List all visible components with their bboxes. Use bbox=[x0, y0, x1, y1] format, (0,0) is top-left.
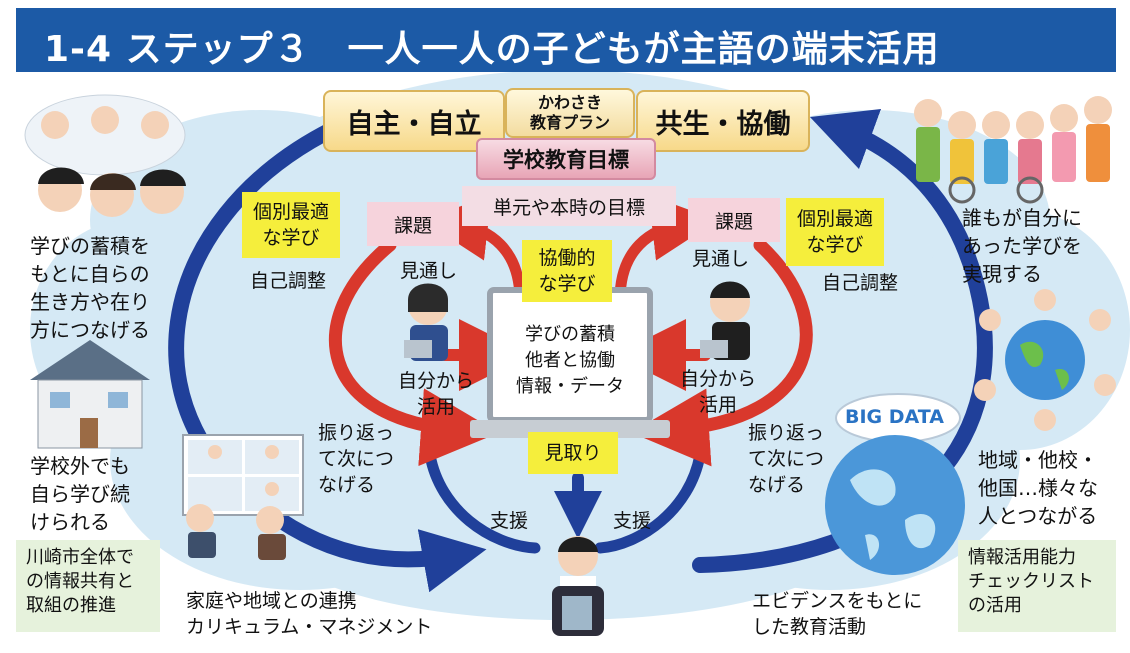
title-bar: 1-4 ステップ３ 一人一人の子どもが主語の端末活用 bbox=[16, 8, 1116, 72]
teacher-illustration bbox=[552, 536, 604, 636]
left-self-adjustment: 自己調整 bbox=[250, 270, 327, 292]
left-mitoshi: 見通し bbox=[400, 260, 458, 282]
blue-arrow-inner-right bbox=[594, 449, 706, 554]
red-arrow-right-inner bbox=[614, 194, 718, 306]
left-bottom-text: 家庭や地域との連携 カリキュラム・マネジメント bbox=[186, 590, 433, 638]
goal-kyosei-kyodo: 共生・協働 bbox=[636, 90, 810, 152]
monitor-screen-text: 学びの蓄積 他者と協働 情報・データ bbox=[516, 324, 624, 397]
right-reflection: 振り返っ て次につ なげる bbox=[748, 422, 825, 496]
page-title: 1-4 ステップ３ 一人一人の子どもが主語の端末活用 bbox=[44, 29, 940, 70]
children-around-globe-illustration bbox=[974, 289, 1116, 431]
left-individual-learning-box: 個別最適 な学び bbox=[242, 192, 340, 258]
unit-lesson-goal: 単元や本時の目標 bbox=[462, 186, 676, 226]
right-self-use: 自分から 活用 bbox=[680, 368, 757, 416]
right-mitoshi: 見通し bbox=[692, 248, 750, 270]
right-text-everyone: 誰もが自分に あった学びを 実現する bbox=[962, 206, 1082, 286]
blue-arrow-inner-left bbox=[424, 449, 541, 554]
left-kadai-box: 課題 bbox=[367, 202, 459, 246]
right-bottom-text: エビデンスをもとに した教育活動 bbox=[752, 590, 923, 638]
collaborative-learning-box: 協働的 な学び bbox=[522, 240, 612, 302]
diverse-people-illustration bbox=[914, 96, 1112, 204]
red-arrow-left-inner bbox=[422, 194, 526, 306]
student-boy-illustration bbox=[700, 281, 750, 360]
big-data-globe-illustration bbox=[825, 393, 965, 575]
left-text-outside-school: 学校外でも 自ら学び続 けられる bbox=[30, 454, 130, 534]
right-individual-learning-box: 個別最適 な学び bbox=[786, 198, 884, 266]
student-girl-illustration bbox=[404, 283, 448, 361]
support-left-label: 支援 bbox=[490, 510, 529, 532]
big-data-label: BIG DATA bbox=[845, 406, 944, 428]
left-reflection: 振り返っ て次につ なげる bbox=[318, 422, 395, 496]
dreams-illustration bbox=[24, 94, 186, 217]
red-arrow-right-outer bbox=[631, 238, 813, 467]
red-cycle-arrows bbox=[329, 194, 813, 467]
right-green-box: 情報活用能力 チェックリスト の活用 bbox=[958, 540, 1116, 632]
right-text-connect: 地域・他校・ 他国…様々な 人とつながる bbox=[978, 448, 1098, 528]
mitori-box: 見取り bbox=[528, 432, 618, 474]
online-meeting-illustration bbox=[182, 434, 304, 560]
left-green-box: 川崎市全体で の情報共有と 取組の推進 bbox=[16, 540, 160, 632]
monitor-illustration bbox=[470, 287, 670, 438]
right-kadai-box: 課題 bbox=[688, 198, 780, 242]
house-illustration bbox=[30, 340, 150, 449]
support-right-label: 支援 bbox=[613, 510, 652, 532]
left-self-use: 自分から 活用 bbox=[398, 370, 475, 418]
school-education-goal: 学校教育目標 bbox=[476, 138, 656, 180]
left-text-accumulation: 学びの蓄積を もとに自らの 生き方や在り 方につなげる bbox=[30, 234, 150, 342]
right-self-adjustment: 自己調整 bbox=[822, 272, 899, 294]
red-arrow-left-outer bbox=[329, 238, 499, 467]
goal-jishu-jiritsu: 自主・自立 bbox=[323, 90, 505, 152]
kawasaki-education-plan: かわさき 教育プラン bbox=[505, 88, 635, 138]
